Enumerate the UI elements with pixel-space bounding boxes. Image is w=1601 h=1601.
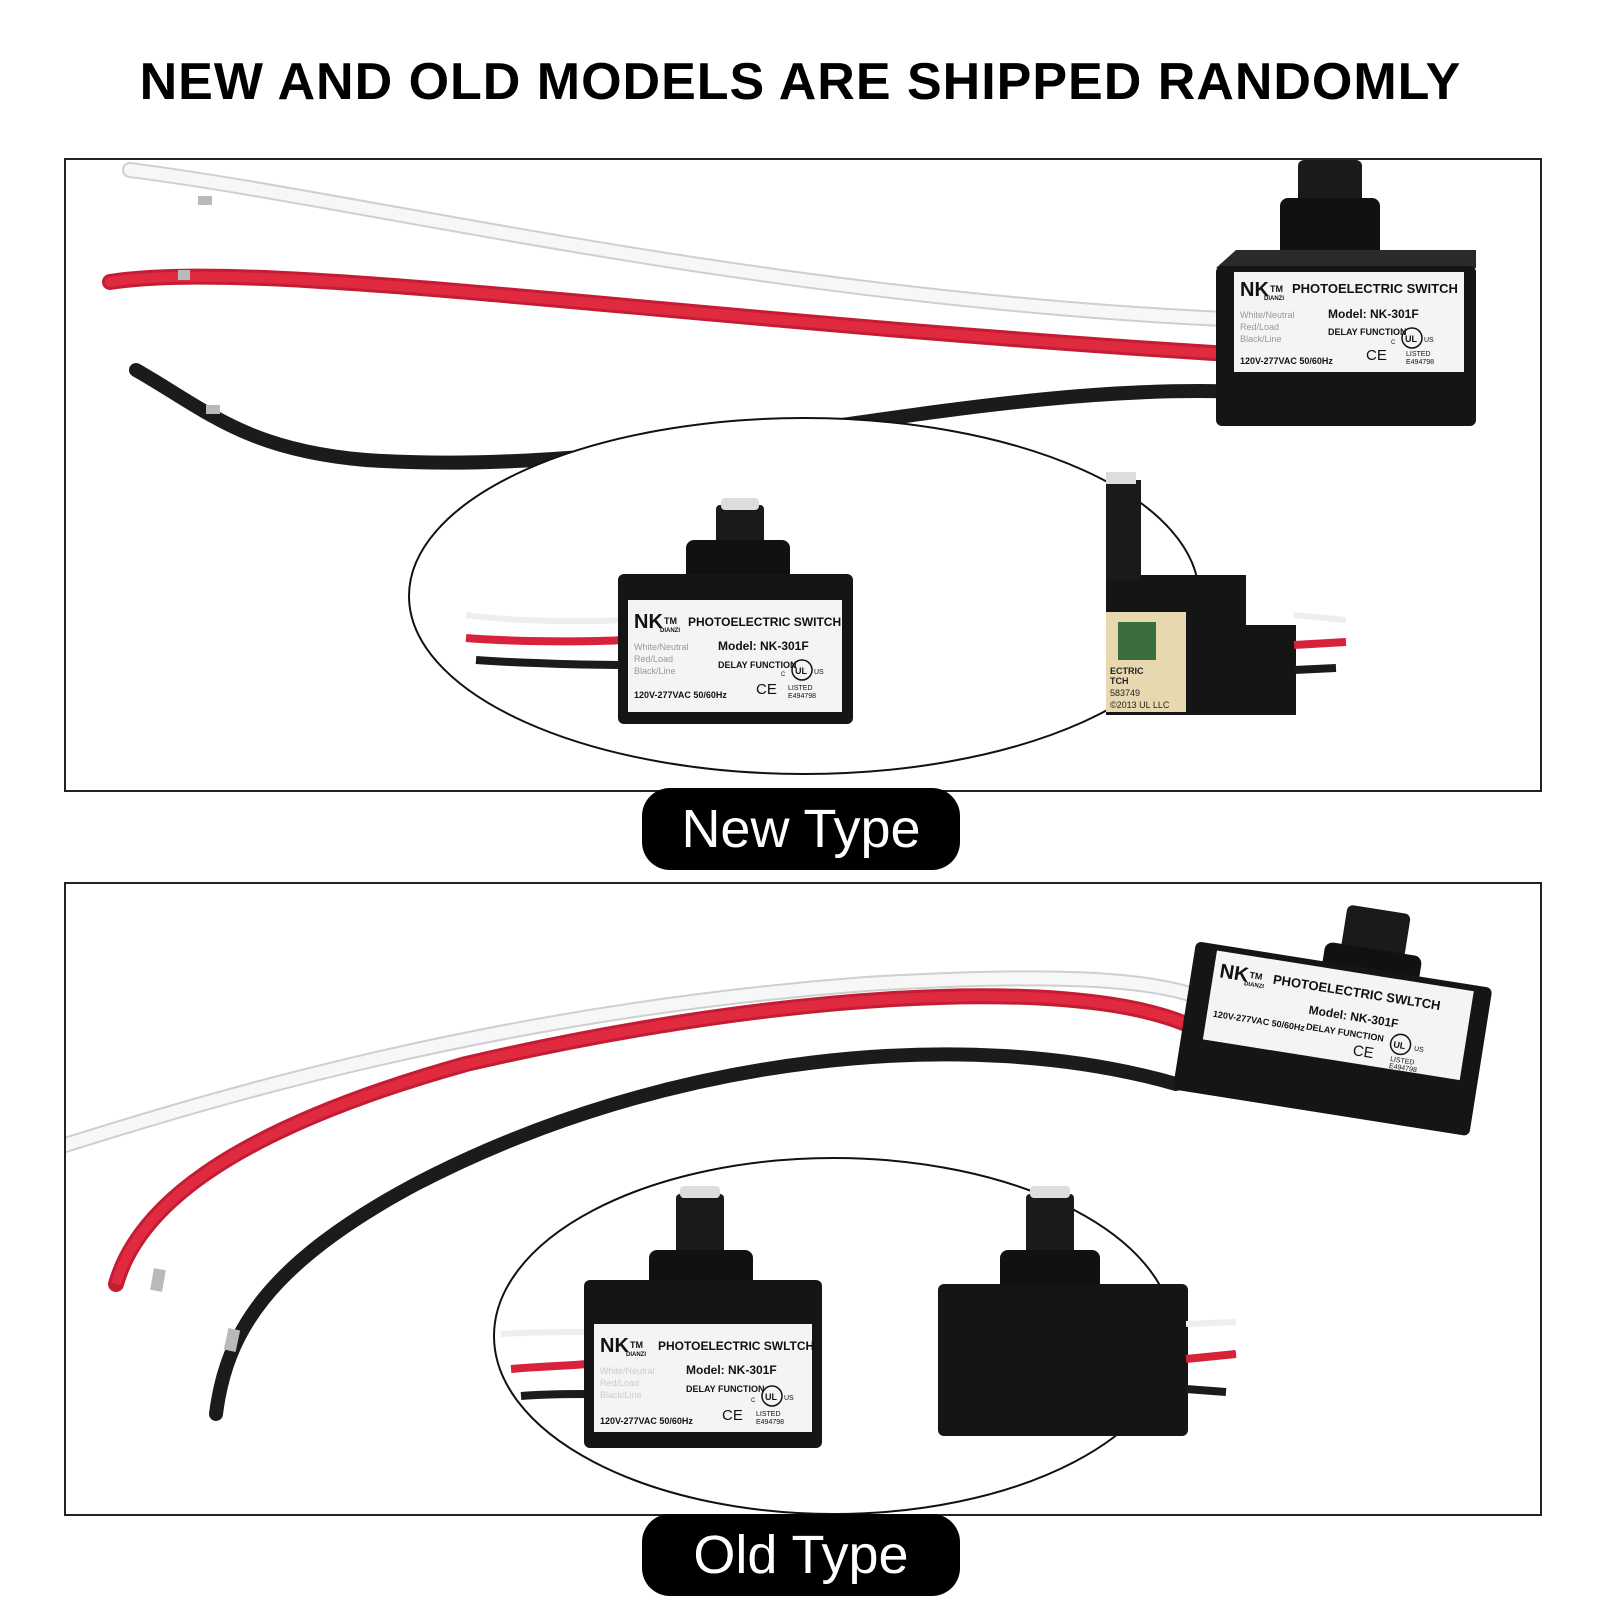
new-type-main-sensor: NK TM DIANZI PHOTOELECTRIC SWITCH Model:…	[1216, 160, 1476, 426]
label-wire-red: Red/Load	[1240, 322, 1279, 332]
old-inset-ul-us: US	[784, 1395, 794, 1402]
inset-file-no: E494798	[788, 693, 816, 700]
new-type-wires	[102, 162, 1254, 470]
inset-wire-red: Red/Load	[634, 654, 673, 664]
label-wire-black: Black/Line	[1240, 334, 1282, 344]
old-type-wires	[66, 970, 1224, 1421]
inset-label-delay: DELAY FUNCTION	[718, 660, 797, 670]
inset-ul-c: C	[781, 672, 786, 678]
old-brand-logo: NK	[1218, 960, 1251, 986]
inset-wire-black: Black/Line	[634, 666, 676, 676]
sticker-line-3: 583749	[1110, 688, 1140, 698]
sticker-line-2: TCH	[1110, 676, 1129, 686]
inset-voltage: 120V-277VAC 50/60Hz	[634, 690, 727, 700]
brand-logo: NK	[1240, 279, 1269, 301]
old-listed: LISTED	[1390, 1056, 1415, 1067]
inset-brand-logo: NK	[634, 611, 663, 633]
old-brand-sub: DIANZI	[1244, 981, 1265, 990]
inset-brand-tm: TM	[664, 616, 677, 626]
new-sensor-label-plate	[1234, 272, 1464, 372]
inset-ul-mark: UL	[795, 666, 807, 676]
old-inset-ul-c: C	[751, 1398, 756, 1404]
inset-brand-sub: DIANZI	[660, 628, 680, 634]
ul-us: US	[1424, 337, 1434, 344]
old-ce-mark: CE	[1352, 1042, 1375, 1062]
old-inset-ul-icon	[761, 1385, 783, 1407]
old-ul-mark: UL	[1393, 1039, 1407, 1051]
old-type-caption: Old Type	[642, 1514, 960, 1596]
label-file-no: E494798	[1406, 359, 1434, 366]
old-file-no: E494798	[1388, 1063, 1417, 1074]
brand-sub: DIANZI	[1264, 296, 1284, 302]
sticker-line-1: ECTRIC	[1110, 666, 1144, 676]
old-brand-tm: TM	[1249, 970, 1263, 982]
label-title: PHOTOELECTRIC SWITCH	[1292, 281, 1458, 296]
brand-tm: TM	[1270, 284, 1283, 294]
old-inset-wire-red: Red/Load	[600, 1378, 639, 1388]
ce-mark: CE	[1366, 347, 1387, 364]
page-headline: NEW AND OLD MODELS ARE SHIPPED RANDOMLY	[139, 53, 1462, 111]
ul-mark: UL	[1405, 334, 1417, 344]
label-model: Model: NK-301F	[1328, 307, 1419, 321]
old-type-product-photo: NK TM DIANZI PHOTOELECTRIC SWLTCH Model:…	[66, 905, 1492, 1515]
inset-listed: LISTED	[788, 685, 813, 692]
old-inset-label-model: Model: NK-301F	[686, 1363, 777, 1377]
old-inset-label-title: PHOTOELECTRIC SWLTCH	[658, 1339, 814, 1353]
old-inset-wire-white: White/Neutral	[600, 1366, 655, 1376]
old-ul-icon	[1389, 1033, 1412, 1056]
label-voltage: 120V-277VAC 50/60Hz	[1240, 356, 1333, 366]
ul-c: C	[1391, 340, 1396, 346]
sticker-line-4: ©2013 UL LLC	[1110, 700, 1170, 710]
old-inset-voltage: 120V-277VAC 50/60Hz	[600, 1416, 693, 1426]
label-wire-white: White/Neutral	[1240, 310, 1295, 320]
new-type-panel: NK TM DIANZI PHOTOELECTRIC SWITCH Model:…	[64, 158, 1542, 792]
old-inset-ce-mark: CE	[722, 1407, 743, 1424]
label-listed: LISTED	[1406, 351, 1431, 358]
old-inset-wire-black: Black/Line	[600, 1390, 642, 1400]
inset-ce-mark: CE	[756, 681, 777, 698]
black-wire	[129, 363, 1253, 470]
old-inset-label-delay: DELAY FUNCTION	[686, 1384, 765, 1394]
old-inset-brand-logo: NK	[600, 1335, 629, 1357]
old-inset-brand-tm: TM	[630, 1340, 643, 1350]
new-type-product-photo: NK TM DIANZI PHOTOELECTRIC SWITCH Model:…	[102, 160, 1476, 775]
inset-wire-white: White/Neutral	[634, 642, 689, 652]
old-inset-file-no: E494798	[756, 1419, 784, 1426]
ul-mark-icon	[1401, 327, 1423, 349]
old-inset-listed: LISTED	[756, 1411, 781, 1418]
inset-label-title: PHOTOELECTRIC SWITCH	[688, 615, 841, 629]
label-delay: DELAY FUNCTION	[1328, 327, 1407, 337]
old-inset-brand-sub: DIANZI	[626, 1352, 646, 1358]
old-type-panel: NK TM DIANZI PHOTOELECTRIC SWLTCH Model:…	[64, 882, 1542, 1516]
old-inset-ul-mark: UL	[765, 1392, 777, 1402]
black-wire	[209, 1047, 1183, 1421]
new-type-caption: New Type	[642, 788, 960, 870]
inset-ul-icon	[791, 659, 813, 681]
old-ul-us: US	[1413, 1046, 1424, 1054]
old-type-main-sensor: NK TM DIANZI PHOTOELECTRIC SWLTCH Model:…	[1173, 905, 1492, 1136]
new-type-inset-oval: NK TM DIANZI PHOTOELECTRIC SWITCH Model:…	[408, 417, 1347, 775]
old-type-inset-oval: NK TM DIANZI PHOTOELECTRIC SWLTCH Model:…	[493, 1157, 1237, 1515]
inset-ul-us: US	[814, 669, 824, 676]
inset-label-model: Model: NK-301F	[718, 639, 809, 653]
